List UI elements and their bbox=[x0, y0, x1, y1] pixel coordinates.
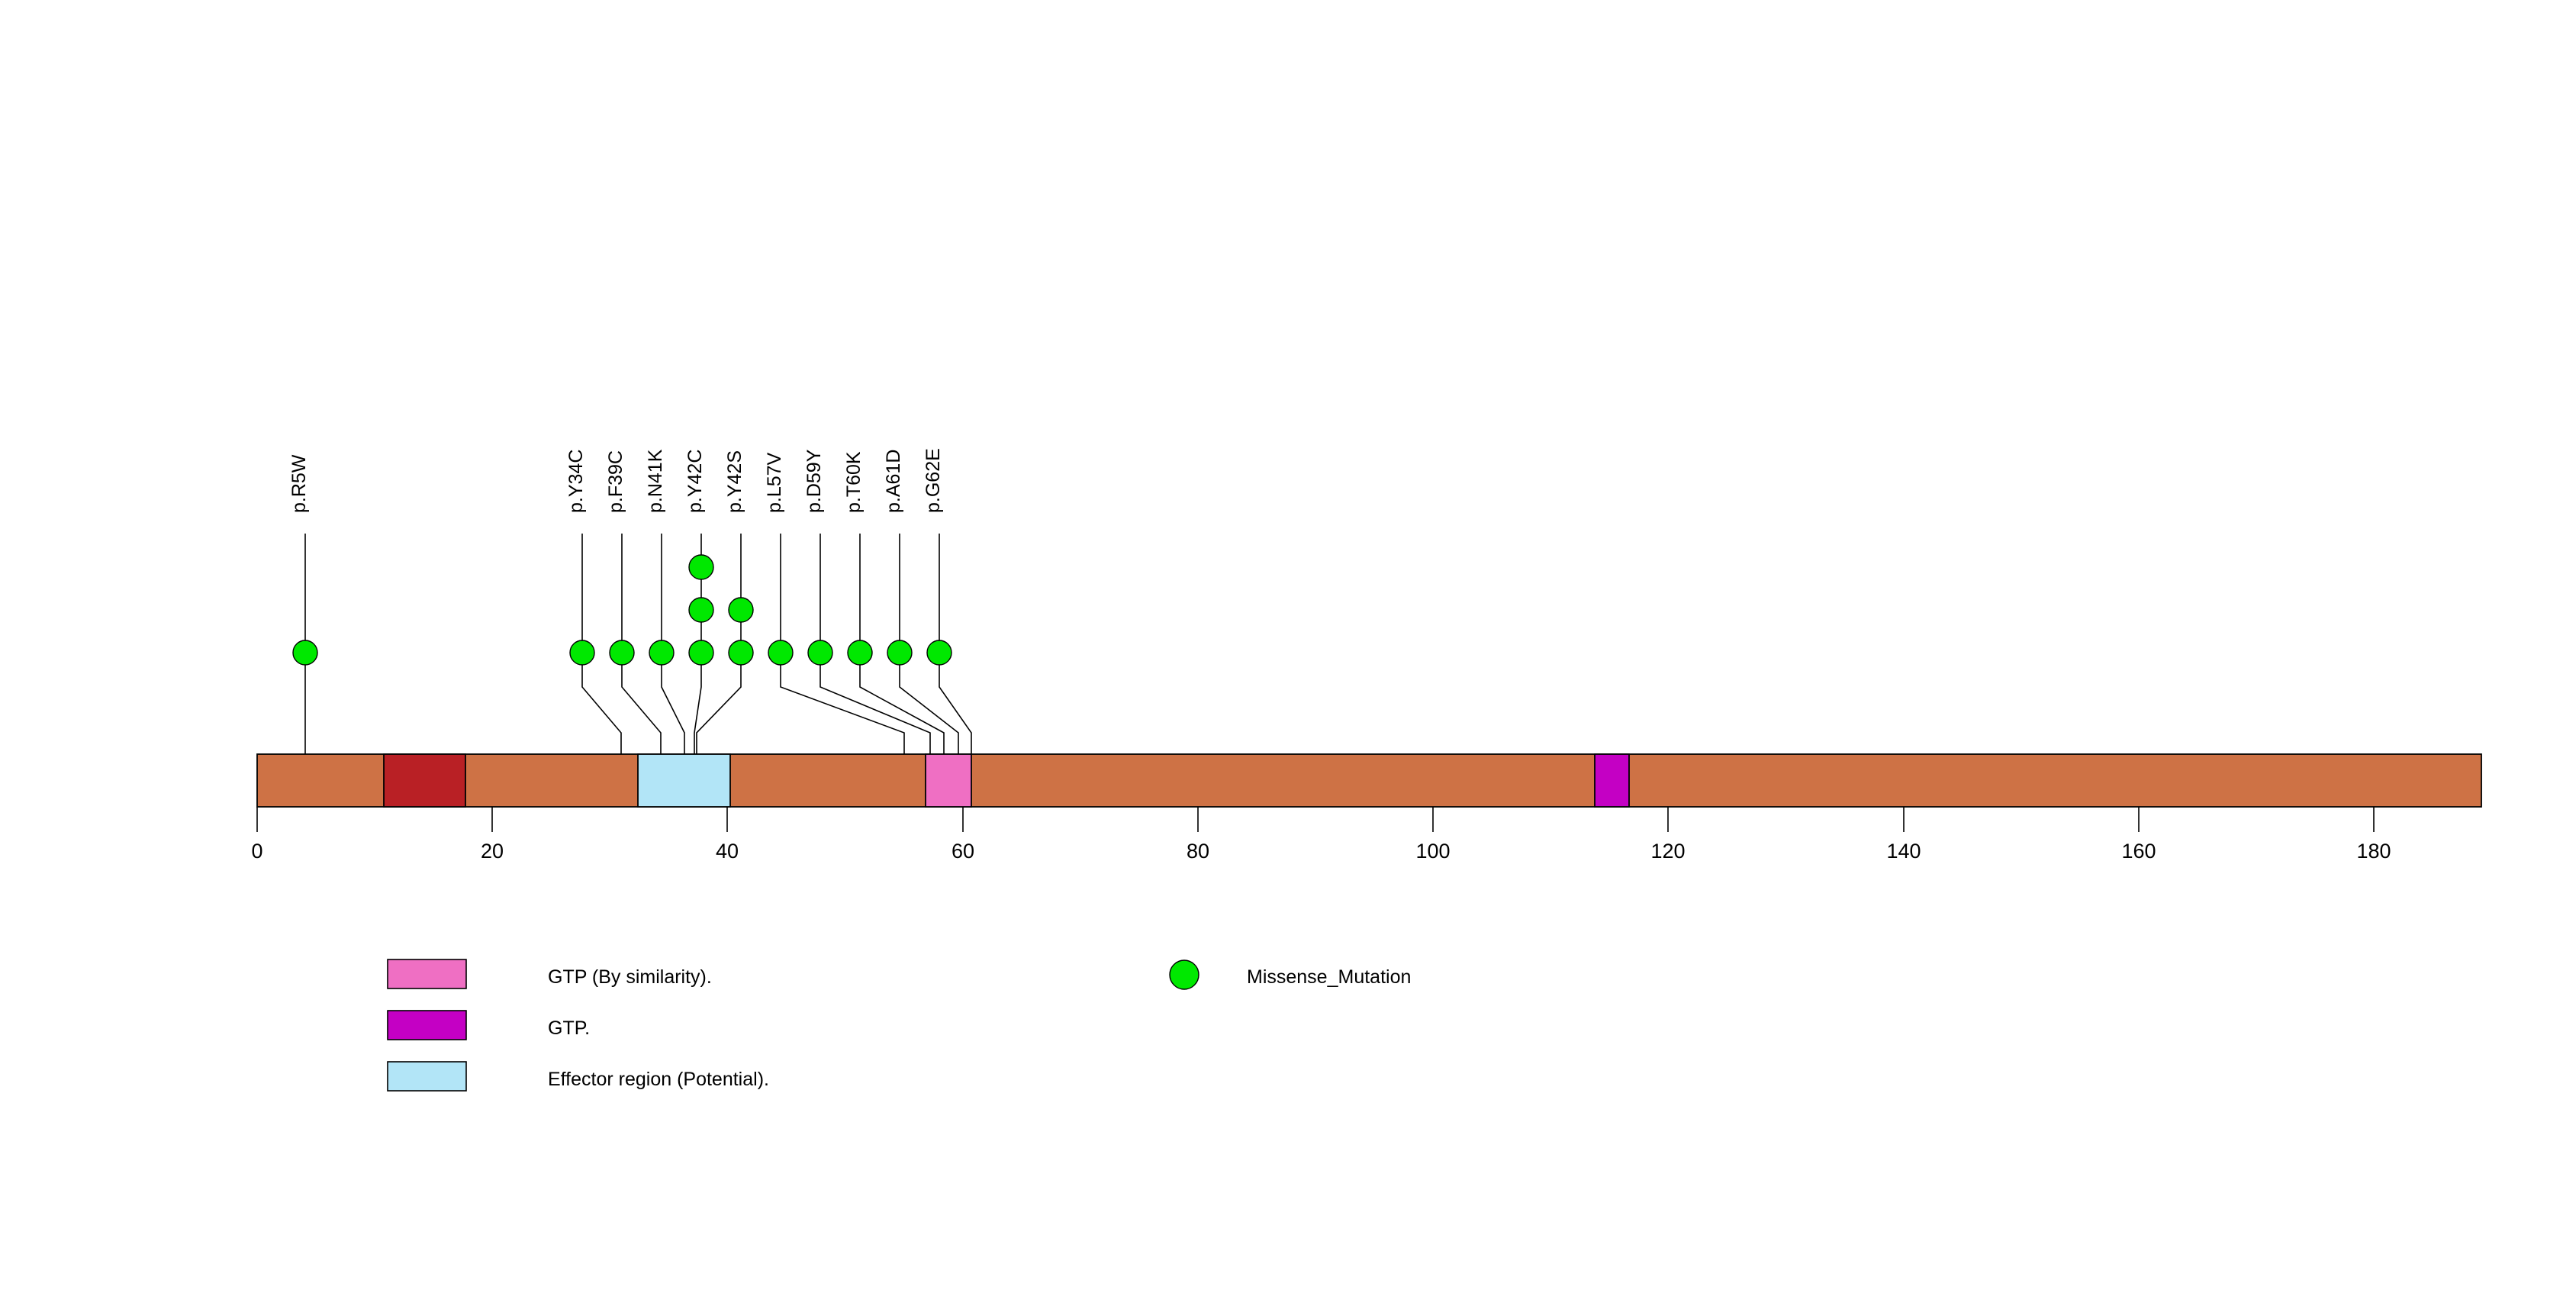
lollipop-marker-p-Y34C-1[interactable] bbox=[569, 640, 595, 666]
domain-region-gtp[interactable] bbox=[1594, 753, 1630, 808]
lollipop-marker-p-Y42S-1[interactable] bbox=[728, 640, 754, 666]
mutation-label-p-A61D: p.A61D bbox=[883, 450, 904, 513]
lollipop-marker-p-N41K-1[interactable] bbox=[649, 640, 675, 666]
domain-region-effector[interactable] bbox=[637, 753, 731, 808]
mutation-label-p-N41K: p.N41K bbox=[645, 449, 666, 513]
connector-p-N41K bbox=[661, 672, 685, 754]
legend-mutations-group: Missense_Mutation bbox=[1169, 959, 1411, 990]
axis-tick-label-80: 80 bbox=[1187, 840, 1209, 863]
legend-domains-group: GTP (By similarity). GTP. Effector regio… bbox=[387, 959, 769, 1092]
x-axis-group: 0 20 40 60 80 100 120 140 160 180 bbox=[251, 807, 2391, 863]
legend-label-effector-region: Effector region (Potential). bbox=[548, 1069, 769, 1090]
legend-label-missense-mutation: Missense_Mutation bbox=[1247, 966, 1411, 988]
axis-tick-label-20: 20 bbox=[481, 840, 504, 863]
connector-p-T60K bbox=[859, 672, 945, 754]
legend-swatch-effector-region[interactable] bbox=[387, 1061, 467, 1092]
connector-p-L57V bbox=[780, 672, 905, 754]
lollipop-marker-p-F39C-1[interactable] bbox=[609, 640, 635, 666]
legend-swatch-gtp[interactable] bbox=[387, 1010, 467, 1040]
lollipop-markers-group bbox=[292, 554, 952, 666]
axis-tick-label-160: 160 bbox=[2121, 840, 2156, 863]
axis-tick-label-140: 140 bbox=[1886, 840, 1921, 863]
connector-p-Y42C bbox=[694, 672, 702, 754]
domain-region-dark-red[interactable] bbox=[383, 753, 466, 808]
connector-p-A61D bbox=[899, 672, 959, 754]
protein-backbone[interactable] bbox=[256, 753, 2482, 808]
lollipop-marker-p-A61D-1[interactable] bbox=[887, 640, 913, 666]
protein-backbone-group bbox=[256, 753, 2482, 808]
mutation-labels-group: p.R5W p.Y34C p.F39C p.N41K p.Y42C p.Y42S… bbox=[288, 448, 944, 513]
legend-label-gtp-by-similarity: GTP (By similarity). bbox=[548, 966, 712, 988]
mutation-label-p-G62E: p.G62E bbox=[923, 448, 944, 513]
lollipop-connectors-group bbox=[304, 672, 972, 754]
lollipop-marker-p-T60K-1[interactable] bbox=[847, 640, 873, 666]
lollipop-marker-p-Y42C-1[interactable] bbox=[688, 640, 714, 666]
lollipop-marker-p-D59Y-1[interactable] bbox=[807, 640, 833, 666]
mutation-label-p-D59Y: p.D59Y bbox=[803, 449, 825, 513]
legend-label-gtp: GTP. bbox=[548, 1017, 590, 1039]
lollipop-marker-p-L57V-1[interactable] bbox=[768, 640, 794, 666]
connector-p-Y34C bbox=[581, 672, 622, 754]
lollipop-marker-p-R5W-1[interactable] bbox=[292, 640, 318, 666]
legend-swatch-gtp-by-similarity[interactable] bbox=[387, 959, 467, 989]
axis-tick-label-180: 180 bbox=[2356, 840, 2391, 863]
axis-tick-label-60: 60 bbox=[952, 840, 974, 863]
mutation-label-p-F39C: p.F39C bbox=[605, 450, 626, 513]
mutation-label-p-Y42S: p.Y42S bbox=[724, 450, 745, 513]
connector-p-F39C bbox=[621, 672, 662, 754]
mutation-label-p-Y34C: p.Y34C bbox=[565, 450, 587, 513]
mutation-label-p-Y42C: p.Y42C bbox=[684, 450, 706, 513]
mutation-label-p-R5W: p.R5W bbox=[288, 454, 310, 513]
axis-tick-label-120: 120 bbox=[1650, 840, 1685, 863]
lollipop-marker-p-Y42C-3[interactable] bbox=[688, 554, 714, 580]
legend-marker-missense-mutation[interactable] bbox=[1169, 959, 1199, 990]
domain-region-gtp-by-similarity[interactable] bbox=[925, 753, 972, 808]
lollipop-marker-p-Y42C-2[interactable] bbox=[688, 597, 714, 623]
lollipop-marker-p-G62E-1[interactable] bbox=[926, 640, 952, 666]
axis-tick-label-0: 0 bbox=[251, 840, 262, 863]
axis-tick-label-100: 100 bbox=[1415, 840, 1450, 863]
connector-p-Y42S bbox=[696, 672, 742, 754]
axis-tick-label-40: 40 bbox=[716, 840, 739, 863]
mutation-label-p-T60K: p.T60K bbox=[843, 451, 865, 513]
mutation-label-p-L57V: p.L57V bbox=[764, 452, 785, 513]
lollipop-marker-p-Y42S-2[interactable] bbox=[728, 597, 754, 623]
connector-p-D59Y bbox=[819, 672, 931, 754]
connector-p-G62E bbox=[939, 672, 972, 754]
